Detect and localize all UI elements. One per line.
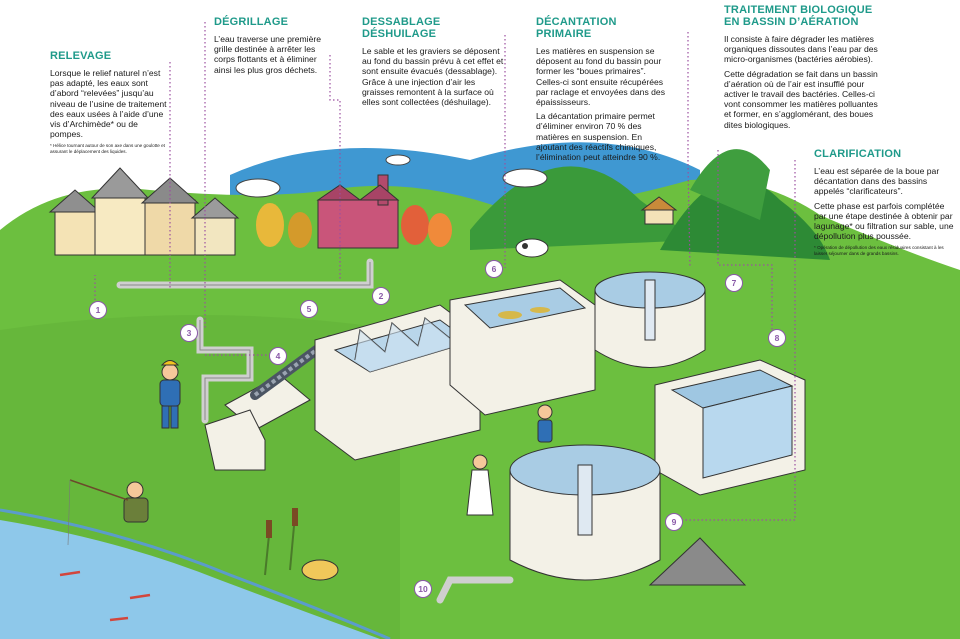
step-marker-1: 1 bbox=[89, 301, 107, 319]
traitement-title-line1: TRAITEMENT BIOLOGIQUE bbox=[724, 4, 873, 16]
reeds bbox=[264, 508, 298, 576]
village bbox=[48, 167, 240, 256]
step-marker-8: 8 bbox=[768, 329, 786, 347]
factory bbox=[316, 174, 400, 249]
fish bbox=[59, 570, 151, 622]
degrillage-block: DÉGRILLAGE L’eau traverse une première g… bbox=[214, 16, 324, 79]
dessablage-title: DESSABLAGE DÉSHUILAGE bbox=[362, 16, 441, 40]
clouds bbox=[235, 154, 548, 198]
lift-station bbox=[204, 409, 266, 471]
traitement-text-2: Cette dégradation se fait dans un bassin… bbox=[724, 68, 878, 130]
step-marker-4: 4 bbox=[269, 347, 287, 365]
hill-right bbox=[660, 178, 830, 260]
operator bbox=[537, 404, 553, 443]
primary-clarifier bbox=[594, 271, 706, 368]
relevage-note: * Hélice tournant autour de son axe dans… bbox=[50, 143, 165, 155]
leader-lines bbox=[94, 22, 796, 521]
dessablage-text: Le sable et les graviers se déposent au … bbox=[362, 46, 504, 108]
step-marker-3: 3 bbox=[180, 324, 198, 342]
screening-basin bbox=[314, 304, 481, 461]
step-marker-7: 7 bbox=[725, 274, 743, 292]
traitement-block: TRAITEMENT BIOLOGIQUE EN BASSIN D’AÉRATI… bbox=[724, 4, 884, 134]
outlet-pipe bbox=[436, 576, 514, 604]
worker bbox=[159, 360, 181, 429]
step-marker-10: 10 bbox=[414, 580, 432, 598]
clarification-title: CLARIFICATION bbox=[814, 148, 902, 160]
aeration-basin bbox=[654, 359, 806, 496]
tree bbox=[256, 203, 284, 247]
step-marker-6: 6 bbox=[485, 260, 503, 278]
decantation-text-1: Les matières en suspension se déposent a… bbox=[536, 46, 665, 108]
degrillage-title: DÉGRILLAGE bbox=[214, 16, 289, 28]
step-marker-9: 9 bbox=[665, 513, 683, 531]
cow bbox=[515, 238, 549, 258]
tree bbox=[428, 213, 452, 247]
traitement-text-1: Il consiste à faire dégrader les matière… bbox=[724, 34, 878, 65]
rock bbox=[301, 559, 339, 581]
secondary-clarifier bbox=[509, 444, 661, 581]
river-bank bbox=[0, 508, 391, 639]
tree bbox=[401, 205, 429, 245]
traitement-title-line2: EN BASSIN D’AÉRATION bbox=[724, 16, 859, 28]
scientist bbox=[466, 454, 494, 516]
step-marker-5: 5 bbox=[300, 300, 318, 318]
relevage-block: RELEVAGE Lorsque le relief naturel n’est… bbox=[50, 50, 168, 159]
dessablage-block: DESSABLAGE DÉSHUILAGE Le sable et les gr… bbox=[362, 16, 508, 111]
clarification-text-2: Cette phase est parfois complétée par un… bbox=[814, 200, 954, 242]
clarification-note: * Opération de dépollution des eaux rési… bbox=[814, 245, 944, 257]
step-marker-2: 2 bbox=[372, 287, 390, 305]
degrillage-text: L’eau traverse une première grille desti… bbox=[214, 34, 322, 75]
decantation-title: DÉCANTATION PRIMAIRE bbox=[536, 16, 617, 40]
fisherman bbox=[67, 479, 149, 546]
clarification-block: CLARIFICATION L’eau est séparée de la bo… bbox=[814, 148, 956, 261]
tree bbox=[288, 212, 312, 248]
hill-back bbox=[690, 149, 770, 220]
decantation-text-2: La décantation primaire permet d’élimine… bbox=[536, 111, 661, 163]
grit-removal-basin bbox=[449, 279, 596, 416]
clarification-text-1: L’eau est séparée de la boue par décanta… bbox=[814, 166, 940, 197]
relevage-text: Lorsque le relief naturel n’est pas adap… bbox=[50, 68, 167, 140]
relevage-title: RELEVAGE bbox=[50, 50, 112, 62]
traitement-title: TRAITEMENT BIOLOGIQUE EN BASSIN D’AÉRATI… bbox=[724, 4, 884, 28]
sludge-pile bbox=[648, 537, 747, 586]
decantation-block: DÉCANTATION PRIMAIRE Les matières en sus… bbox=[536, 16, 666, 166]
river bbox=[0, 520, 380, 639]
